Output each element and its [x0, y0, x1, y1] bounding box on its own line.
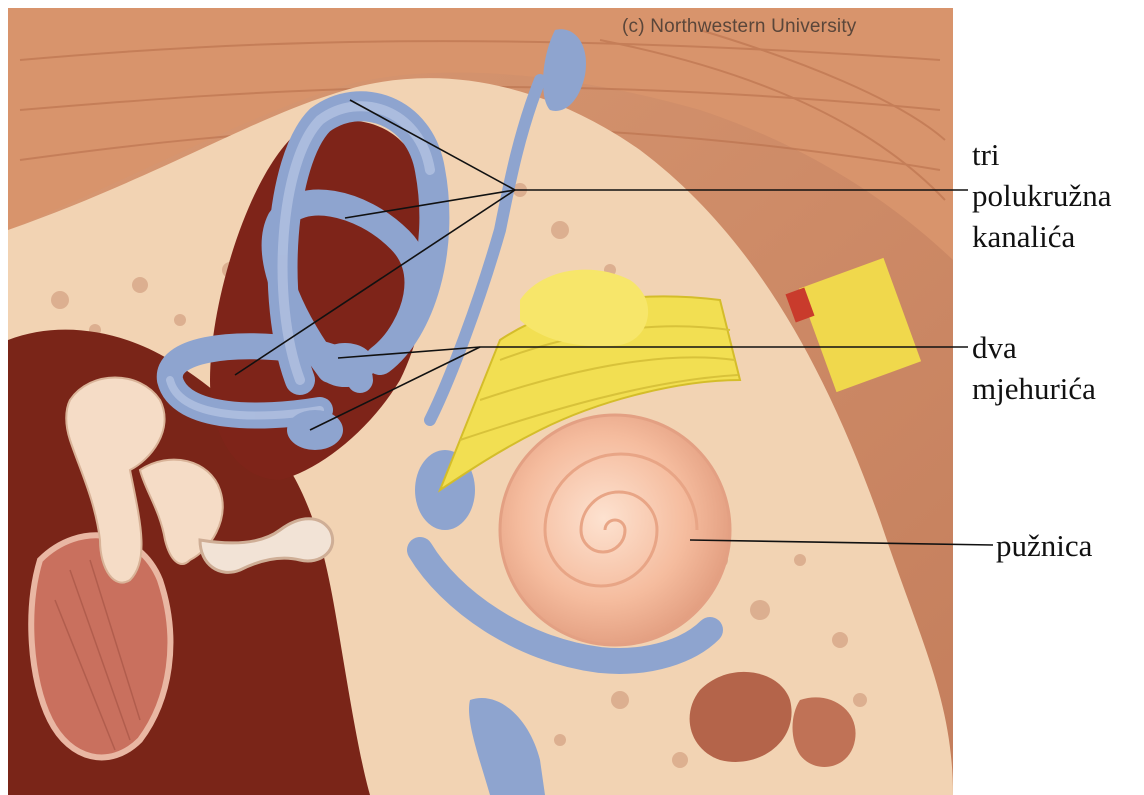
label-vesicles-line-2: mjehurića: [972, 368, 1096, 409]
label-cochlea-text: pužnica: [996, 525, 1092, 566]
copyright-text: (c) Northwestern University: [622, 16, 857, 38]
label-vesicles: dva mjehurića: [972, 327, 1096, 409]
saccule: [287, 410, 343, 450]
label-cochlea: pužnica: [996, 525, 1092, 566]
utricle: [315, 343, 375, 387]
label-semicircular-canals: tri polukružna kanalića: [972, 134, 1111, 257]
label-canals-line-1: tri: [972, 134, 1111, 175]
label-canals-line-2: polukružna: [972, 175, 1111, 216]
label-vesicles-line-1: dva: [972, 327, 1096, 368]
label-canals-line-3: kanalića: [972, 216, 1111, 257]
tympanic-membrane: [31, 535, 170, 757]
